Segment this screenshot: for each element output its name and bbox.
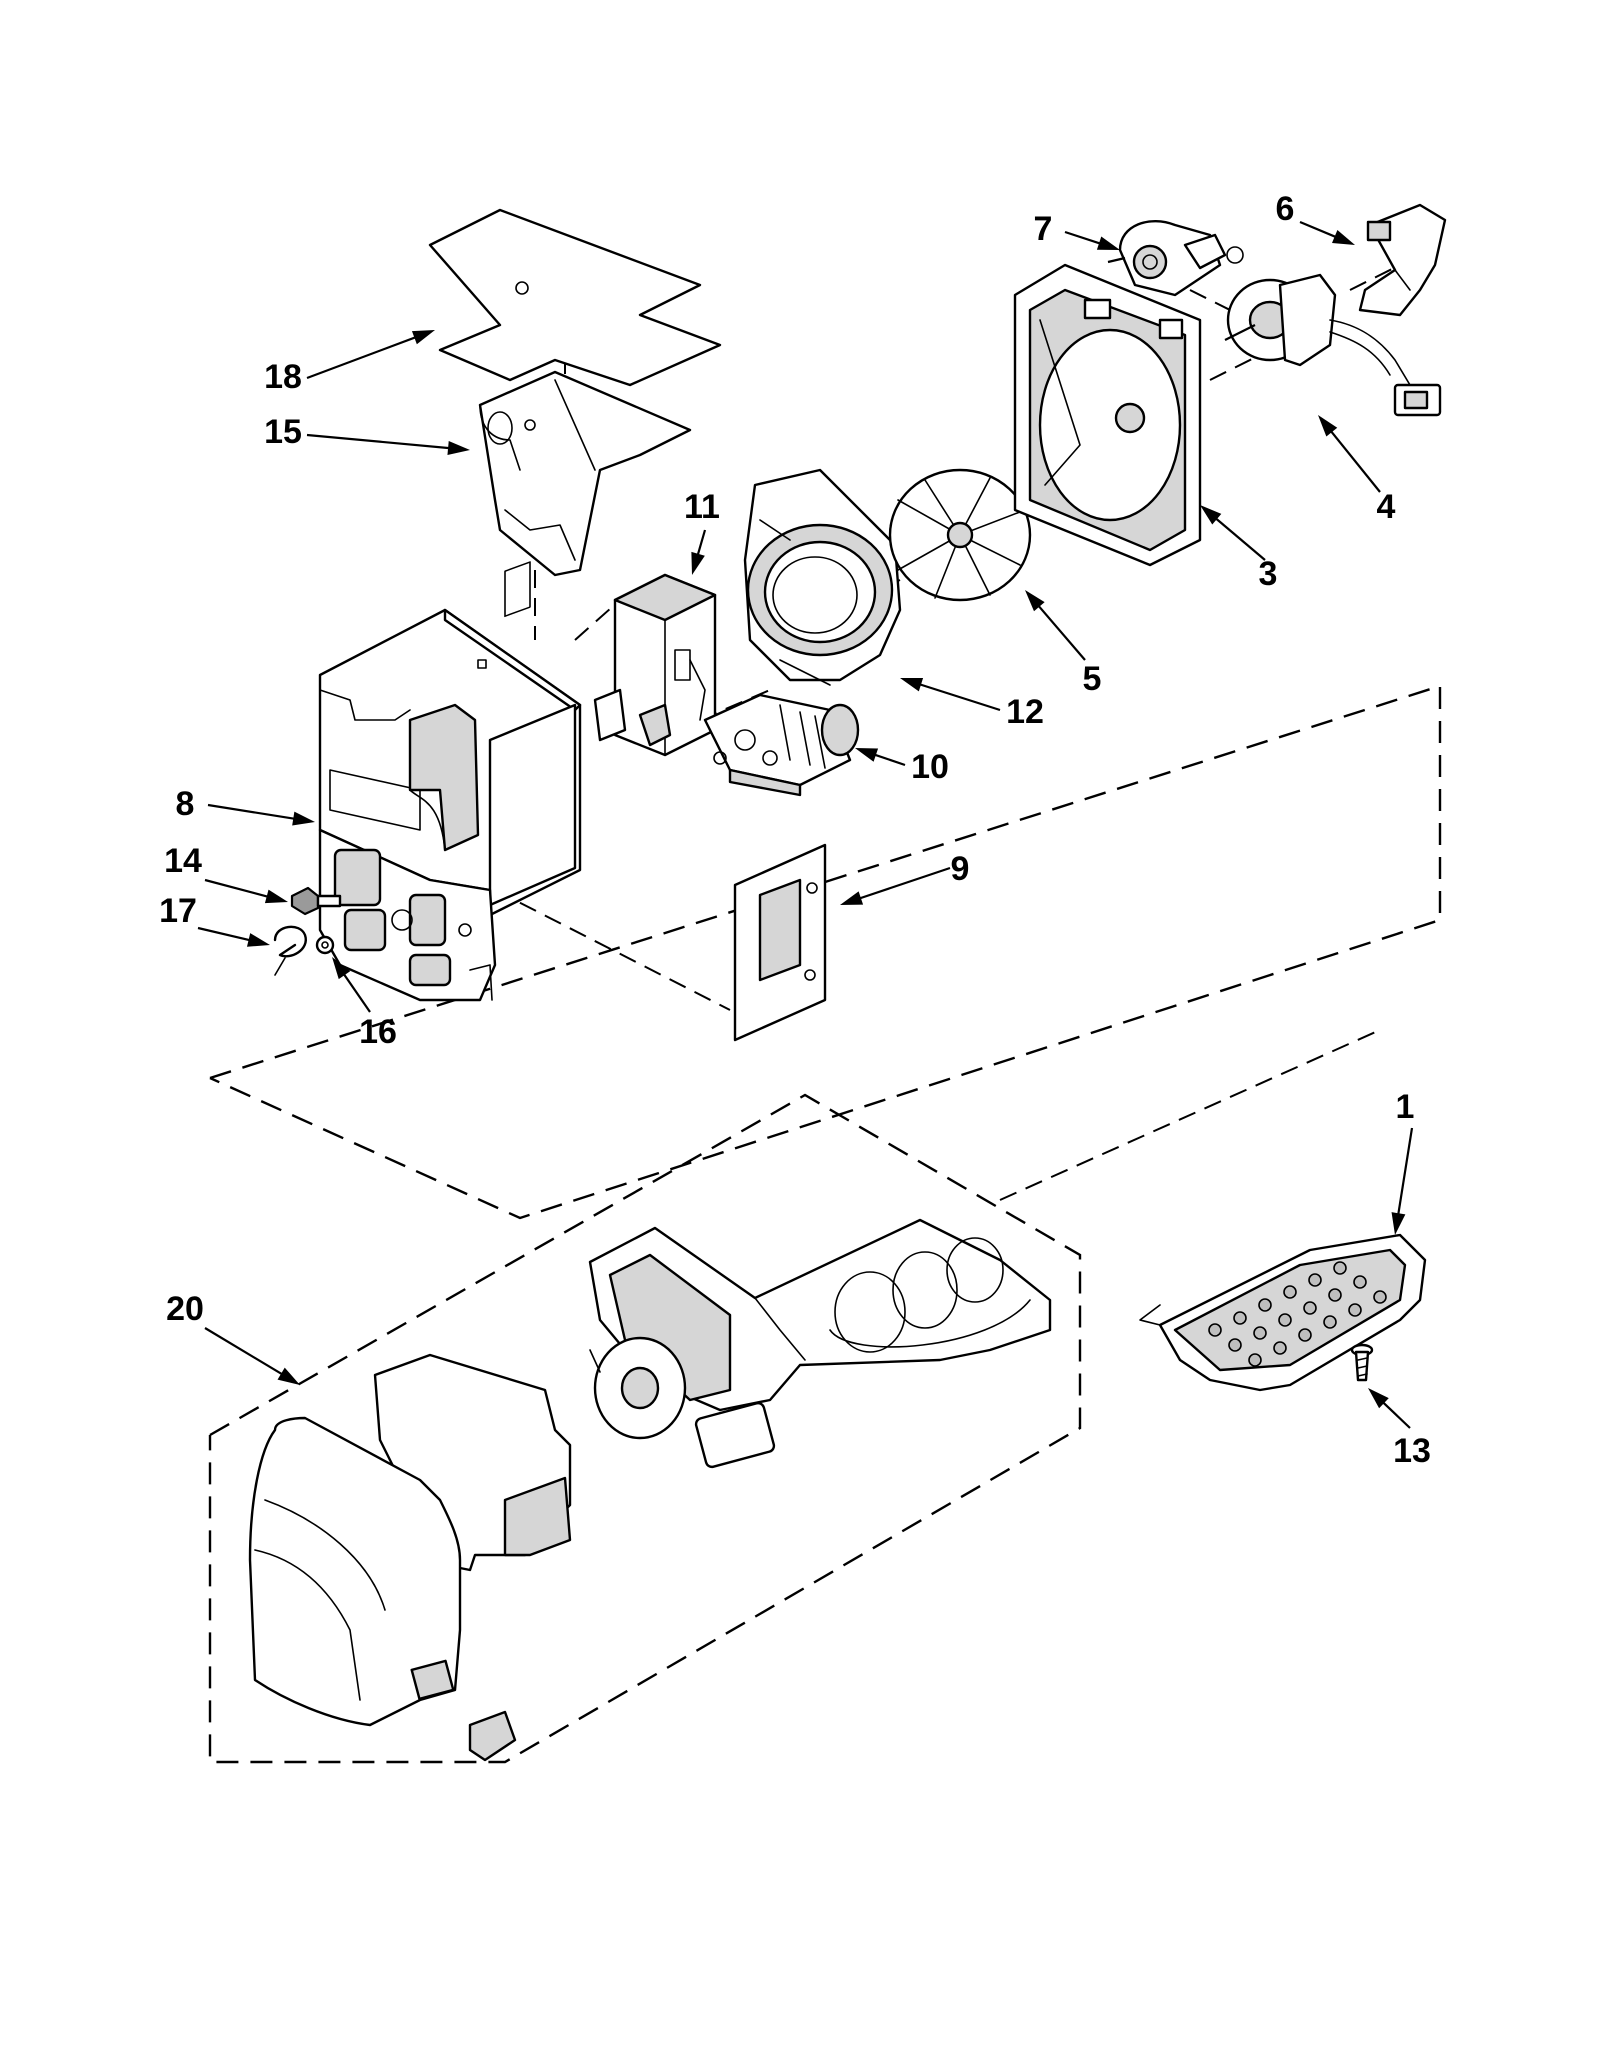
arrowhead-3 xyxy=(1200,505,1222,525)
part-10-auger-motor xyxy=(703,693,860,797)
arrowhead-4 xyxy=(1318,415,1338,437)
callout-6: 6 xyxy=(1276,190,1295,228)
callout-1: 1 xyxy=(1396,1088,1415,1126)
callout-17: 17 xyxy=(159,892,197,930)
callout-10: 10 xyxy=(911,748,949,786)
callout-labels: 1 3 4 5 6 7 8 9 10 11 12 13 14 15 16 17 … xyxy=(159,190,1431,1470)
part-16-washer xyxy=(315,935,335,955)
leader-9 xyxy=(856,866,951,901)
arrowhead-5 xyxy=(1025,590,1045,612)
arrowhead-20 xyxy=(277,1367,300,1385)
part-18-insulation-pad xyxy=(428,208,722,387)
callout-5: 5 xyxy=(1083,660,1102,698)
arrowhead-17 xyxy=(246,933,270,947)
part-11-actuator xyxy=(593,573,717,757)
callout-16: 16 xyxy=(359,1013,397,1051)
callout-13: 13 xyxy=(1393,1432,1431,1470)
callout-8: 8 xyxy=(176,785,195,823)
leader-5 xyxy=(1035,602,1086,661)
part-9-frame xyxy=(733,843,827,1042)
leader-13 xyxy=(1380,1399,1411,1429)
arrowhead-12 xyxy=(900,678,924,692)
arrowhead-8 xyxy=(292,811,315,826)
arrowhead-14 xyxy=(264,889,288,904)
leader-1 xyxy=(1396,1127,1414,1218)
part-12-fan-shroud xyxy=(743,468,902,686)
leader-14 xyxy=(204,878,271,899)
arrowhead-9 xyxy=(840,891,864,905)
leader-11 xyxy=(695,529,707,559)
arrowhead-6 xyxy=(1332,230,1355,245)
arrowhead-13 xyxy=(1368,1388,1389,1409)
callout-9: 9 xyxy=(951,850,970,888)
arrowhead-7 xyxy=(1096,236,1120,250)
part-8-housing xyxy=(318,561,582,1002)
leader-7 xyxy=(1064,230,1104,246)
part-7-fan-bracket xyxy=(1107,220,1244,297)
leader-16 xyxy=(341,971,371,1013)
leader-8 xyxy=(207,803,298,821)
callout-15: 15 xyxy=(264,413,302,451)
assembly-boundary-lower-20 xyxy=(208,1093,1082,1764)
leader-12 xyxy=(916,682,1001,712)
part-4-fan-motor xyxy=(1224,273,1442,417)
leader-4 xyxy=(1328,428,1381,493)
part-3-fan-housing xyxy=(1013,263,1202,567)
part-1-ice-tray xyxy=(1139,1233,1427,1392)
callout-4: 4 xyxy=(1377,488,1396,526)
part-14-screw xyxy=(290,886,342,916)
leader-3 xyxy=(1213,515,1266,561)
arrowhead-11 xyxy=(691,551,705,575)
callout-12: 12 xyxy=(1006,693,1044,731)
part-6-motor-bracket xyxy=(1358,203,1447,317)
arrowhead-1 xyxy=(1391,1212,1406,1235)
arrowhead-18 xyxy=(411,330,435,345)
assembly-boundary-upper xyxy=(209,684,1442,1220)
part-13-screw xyxy=(1350,1343,1374,1382)
leader-arrows xyxy=(197,220,1414,1429)
part-17-clip xyxy=(273,925,307,976)
leader-6 xyxy=(1299,220,1339,240)
arrowhead-15 xyxy=(447,441,470,455)
leader-20 xyxy=(204,1327,286,1377)
leader-17 xyxy=(197,926,253,942)
callout-14: 14 xyxy=(164,842,202,880)
arrowhead-10 xyxy=(855,748,879,762)
callout-7: 7 xyxy=(1034,210,1053,248)
part-15-ice-chute xyxy=(478,370,692,577)
arrowhead-16 xyxy=(332,957,351,980)
leader-10 xyxy=(871,752,906,767)
callout-11: 11 xyxy=(684,488,720,526)
callout-18: 18 xyxy=(264,358,302,396)
part-5-fan-blade xyxy=(888,468,1032,602)
leader-18 xyxy=(306,335,419,380)
callout-3: 3 xyxy=(1259,555,1278,593)
part-20-ice-bucket-assembly xyxy=(248,1218,1052,1762)
leader-15 xyxy=(306,433,453,450)
callout-20: 20 xyxy=(166,1290,204,1328)
